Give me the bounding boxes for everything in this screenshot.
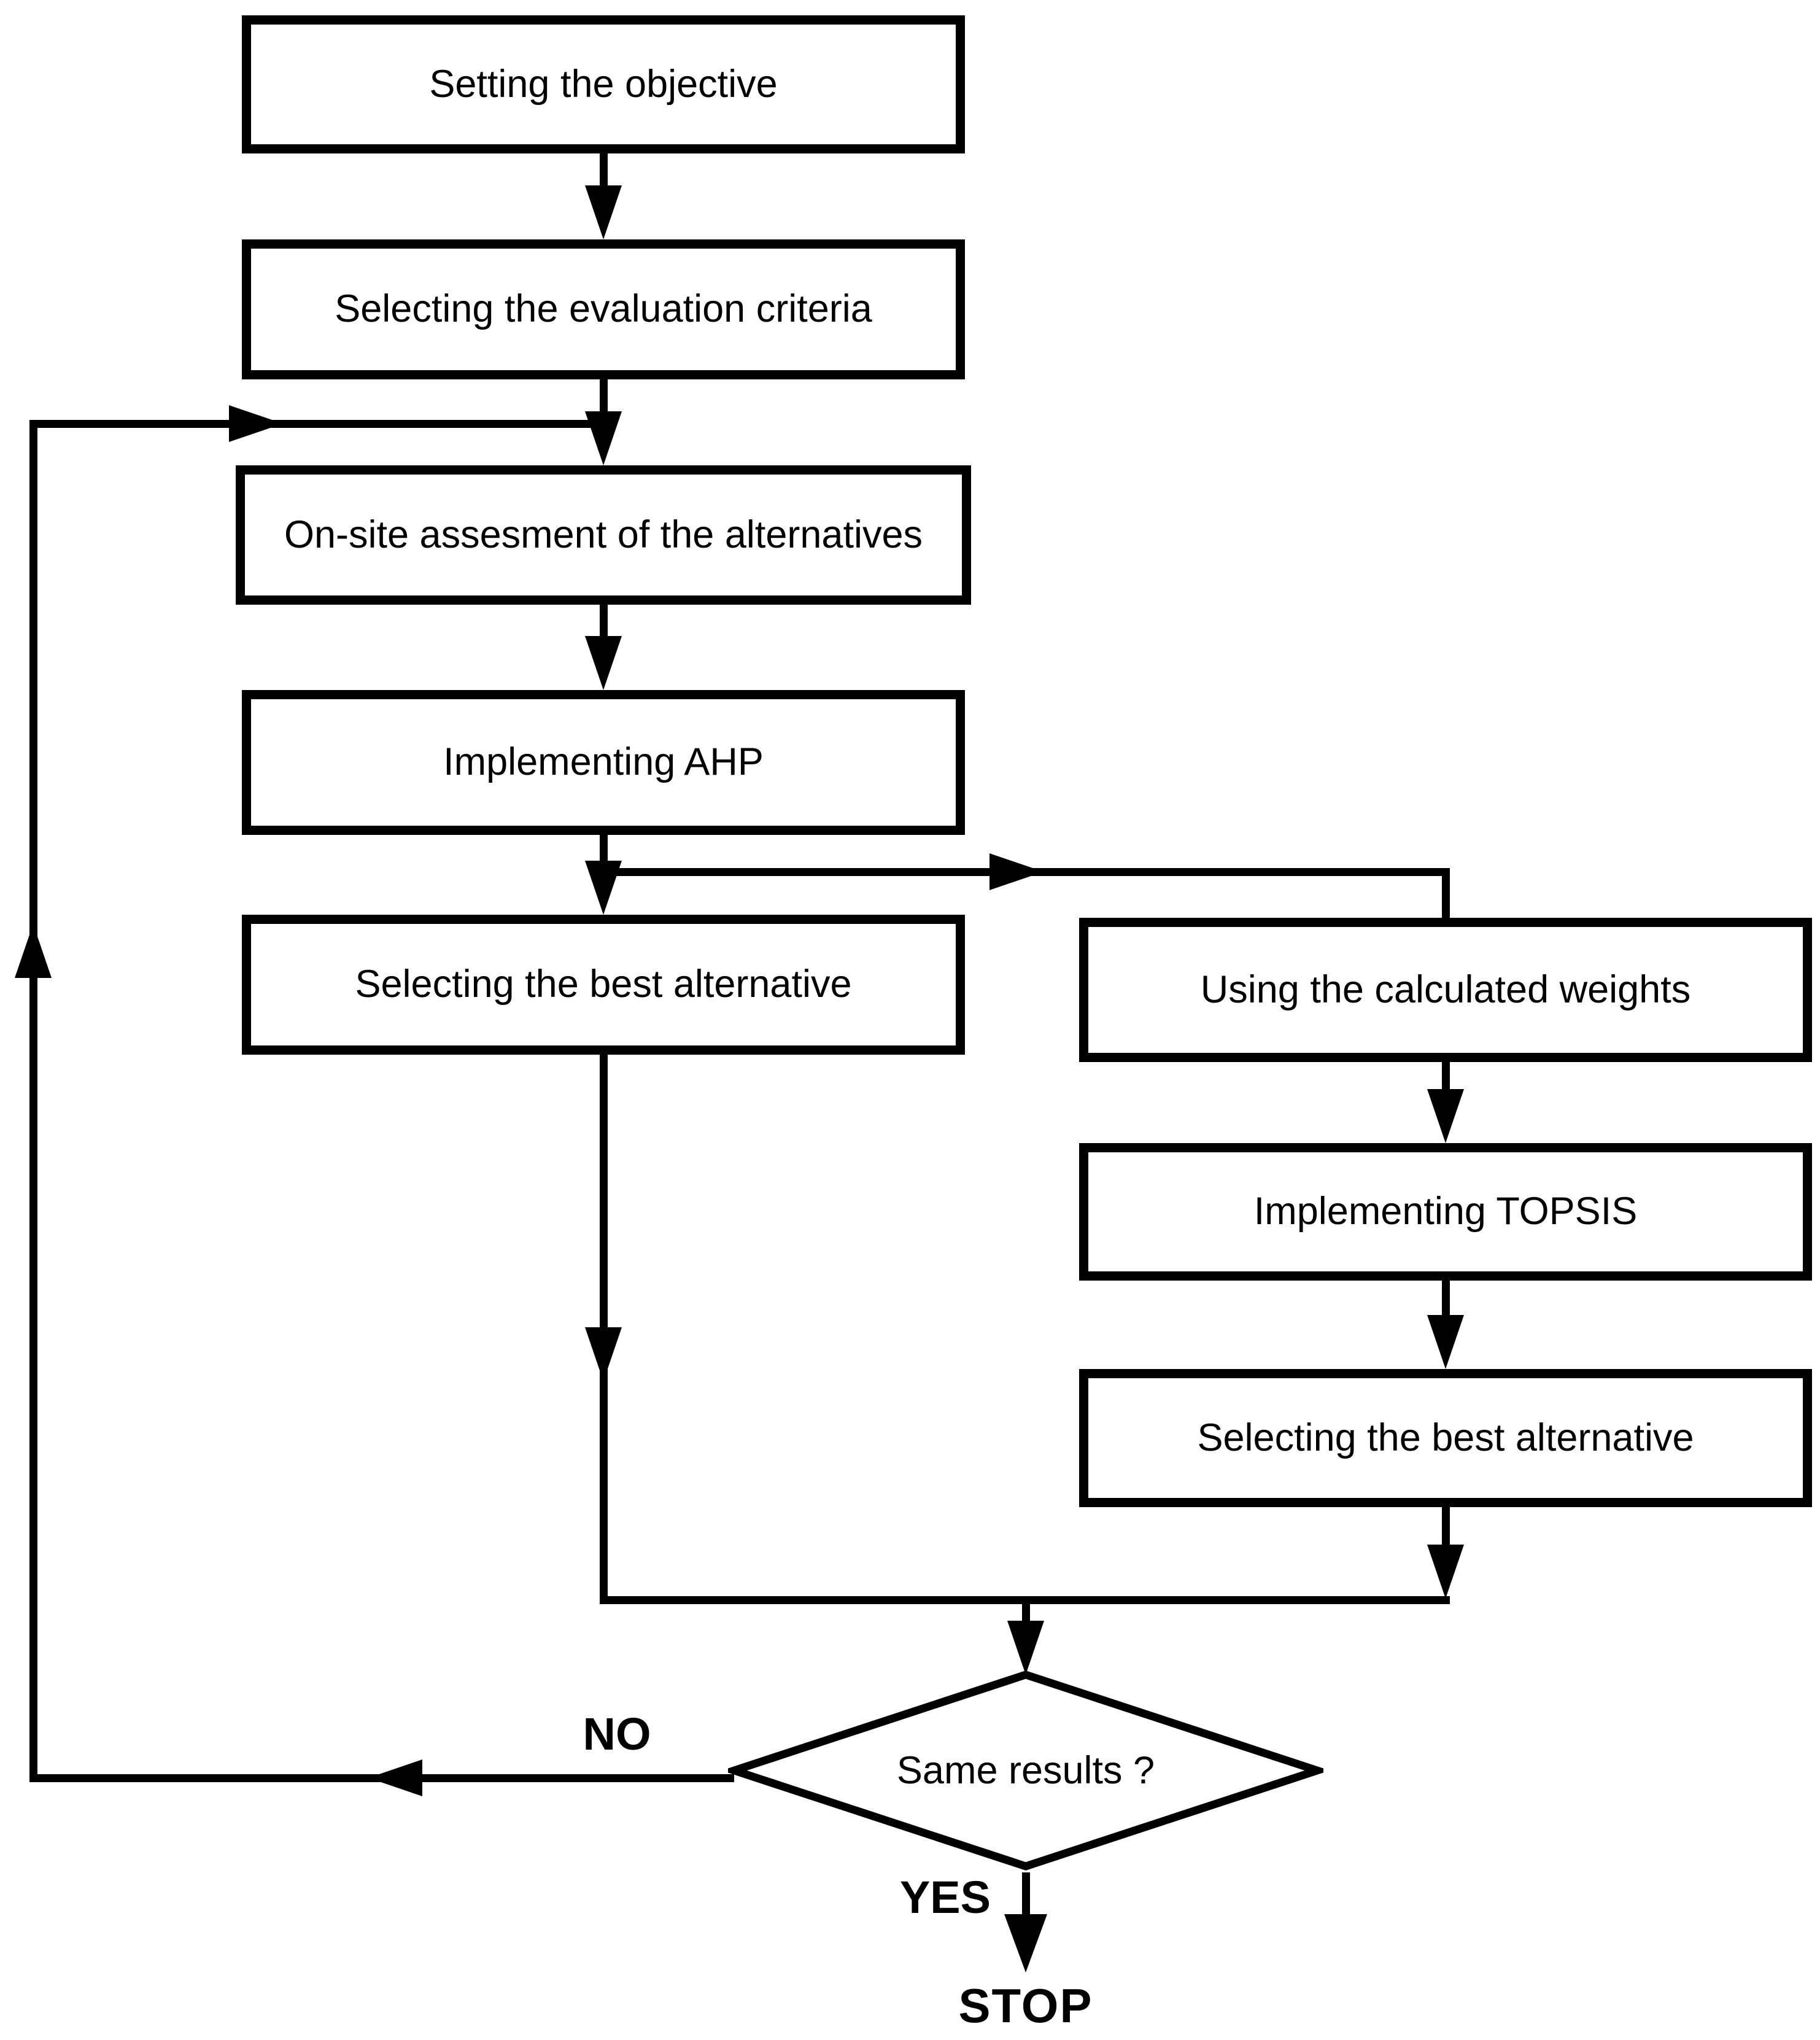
arrow-left-no-icon xyxy=(368,1759,422,1796)
label-no: NO xyxy=(583,1708,651,1759)
edge-topsis-to-best-right-line xyxy=(1442,1281,1450,1317)
edge-assessment-to-ahp-line xyxy=(600,605,608,640)
node-implementing-topsis: Implementing TOPSIS xyxy=(1079,1143,1812,1281)
node-using-weights: Using the calculated weights xyxy=(1079,918,1812,1062)
arrow-right-to-weights-icon xyxy=(989,853,1044,890)
node-selecting-best-left-label: Selecting the best alternative xyxy=(355,963,852,1006)
edge-best-right-to-merge-line xyxy=(1442,1507,1450,1545)
node-same-results: Same results ? xyxy=(728,1669,1323,1872)
label-yes: YES xyxy=(899,1872,991,1923)
arrow-down-to-merge-right-icon xyxy=(1427,1545,1464,1599)
edge-yes-line xyxy=(1022,1872,1030,1920)
node-selecting-best-left: Selecting the best alternative xyxy=(242,915,965,1055)
node-selecting-criteria-label: Selecting the evaluation criteria xyxy=(335,287,872,331)
node-setting-objective-label: Setting the objective xyxy=(429,62,778,106)
edge-weights-to-topsis-line xyxy=(1442,1062,1450,1092)
node-same-results-label: Same results ? xyxy=(896,1749,1155,1792)
arrow-down-into-topsis-icon xyxy=(1427,1089,1464,1143)
node-implementing-ahp-label: Implementing AHP xyxy=(443,740,764,784)
decision-diamond-shape xyxy=(728,1670,1323,1871)
edge-objective-to-criteria-line xyxy=(600,153,608,192)
arrow-down-into-ahp-icon xyxy=(585,636,622,690)
edge-no-return-hline xyxy=(29,420,608,428)
arrow-down-into-decision-icon xyxy=(1007,1621,1044,1675)
label-stop: STOP xyxy=(958,1979,1093,2033)
node-implementing-ahp: Implementing AHP xyxy=(242,690,965,835)
node-setting-objective: Setting the objective xyxy=(242,15,965,153)
node-selecting-best-right-label: Selecting the best alternative xyxy=(1197,1416,1694,1459)
node-onsite-assessment: On-site assesment of the alternatives xyxy=(236,465,971,605)
node-selecting-best-right: Selecting the best alternative xyxy=(1079,1369,1812,1507)
node-onsite-assessment-label: On-site assesment of the alternatives xyxy=(284,513,923,556)
edge-ahp-to-weights-vline xyxy=(1442,868,1450,920)
node-selecting-criteria: Selecting the evaluation criteria xyxy=(242,239,965,379)
arrow-up-no-rail-icon xyxy=(15,924,52,978)
arrow-down-into-criteria-icon xyxy=(585,185,622,239)
arrow-right-no-return-icon xyxy=(229,405,283,442)
edge-no-rail-vline xyxy=(29,420,37,1782)
node-using-weights-label: Using the calculated weights xyxy=(1200,968,1691,1011)
arrow-down-mid-best-left-icon xyxy=(585,1327,622,1381)
node-implementing-topsis-label: Implementing TOPSIS xyxy=(1253,1190,1638,1233)
edge-merge-hline xyxy=(600,1596,1450,1604)
arrow-down-into-best-right-icon xyxy=(1427,1315,1464,1369)
arrow-down-stop-icon xyxy=(1004,1914,1047,1972)
